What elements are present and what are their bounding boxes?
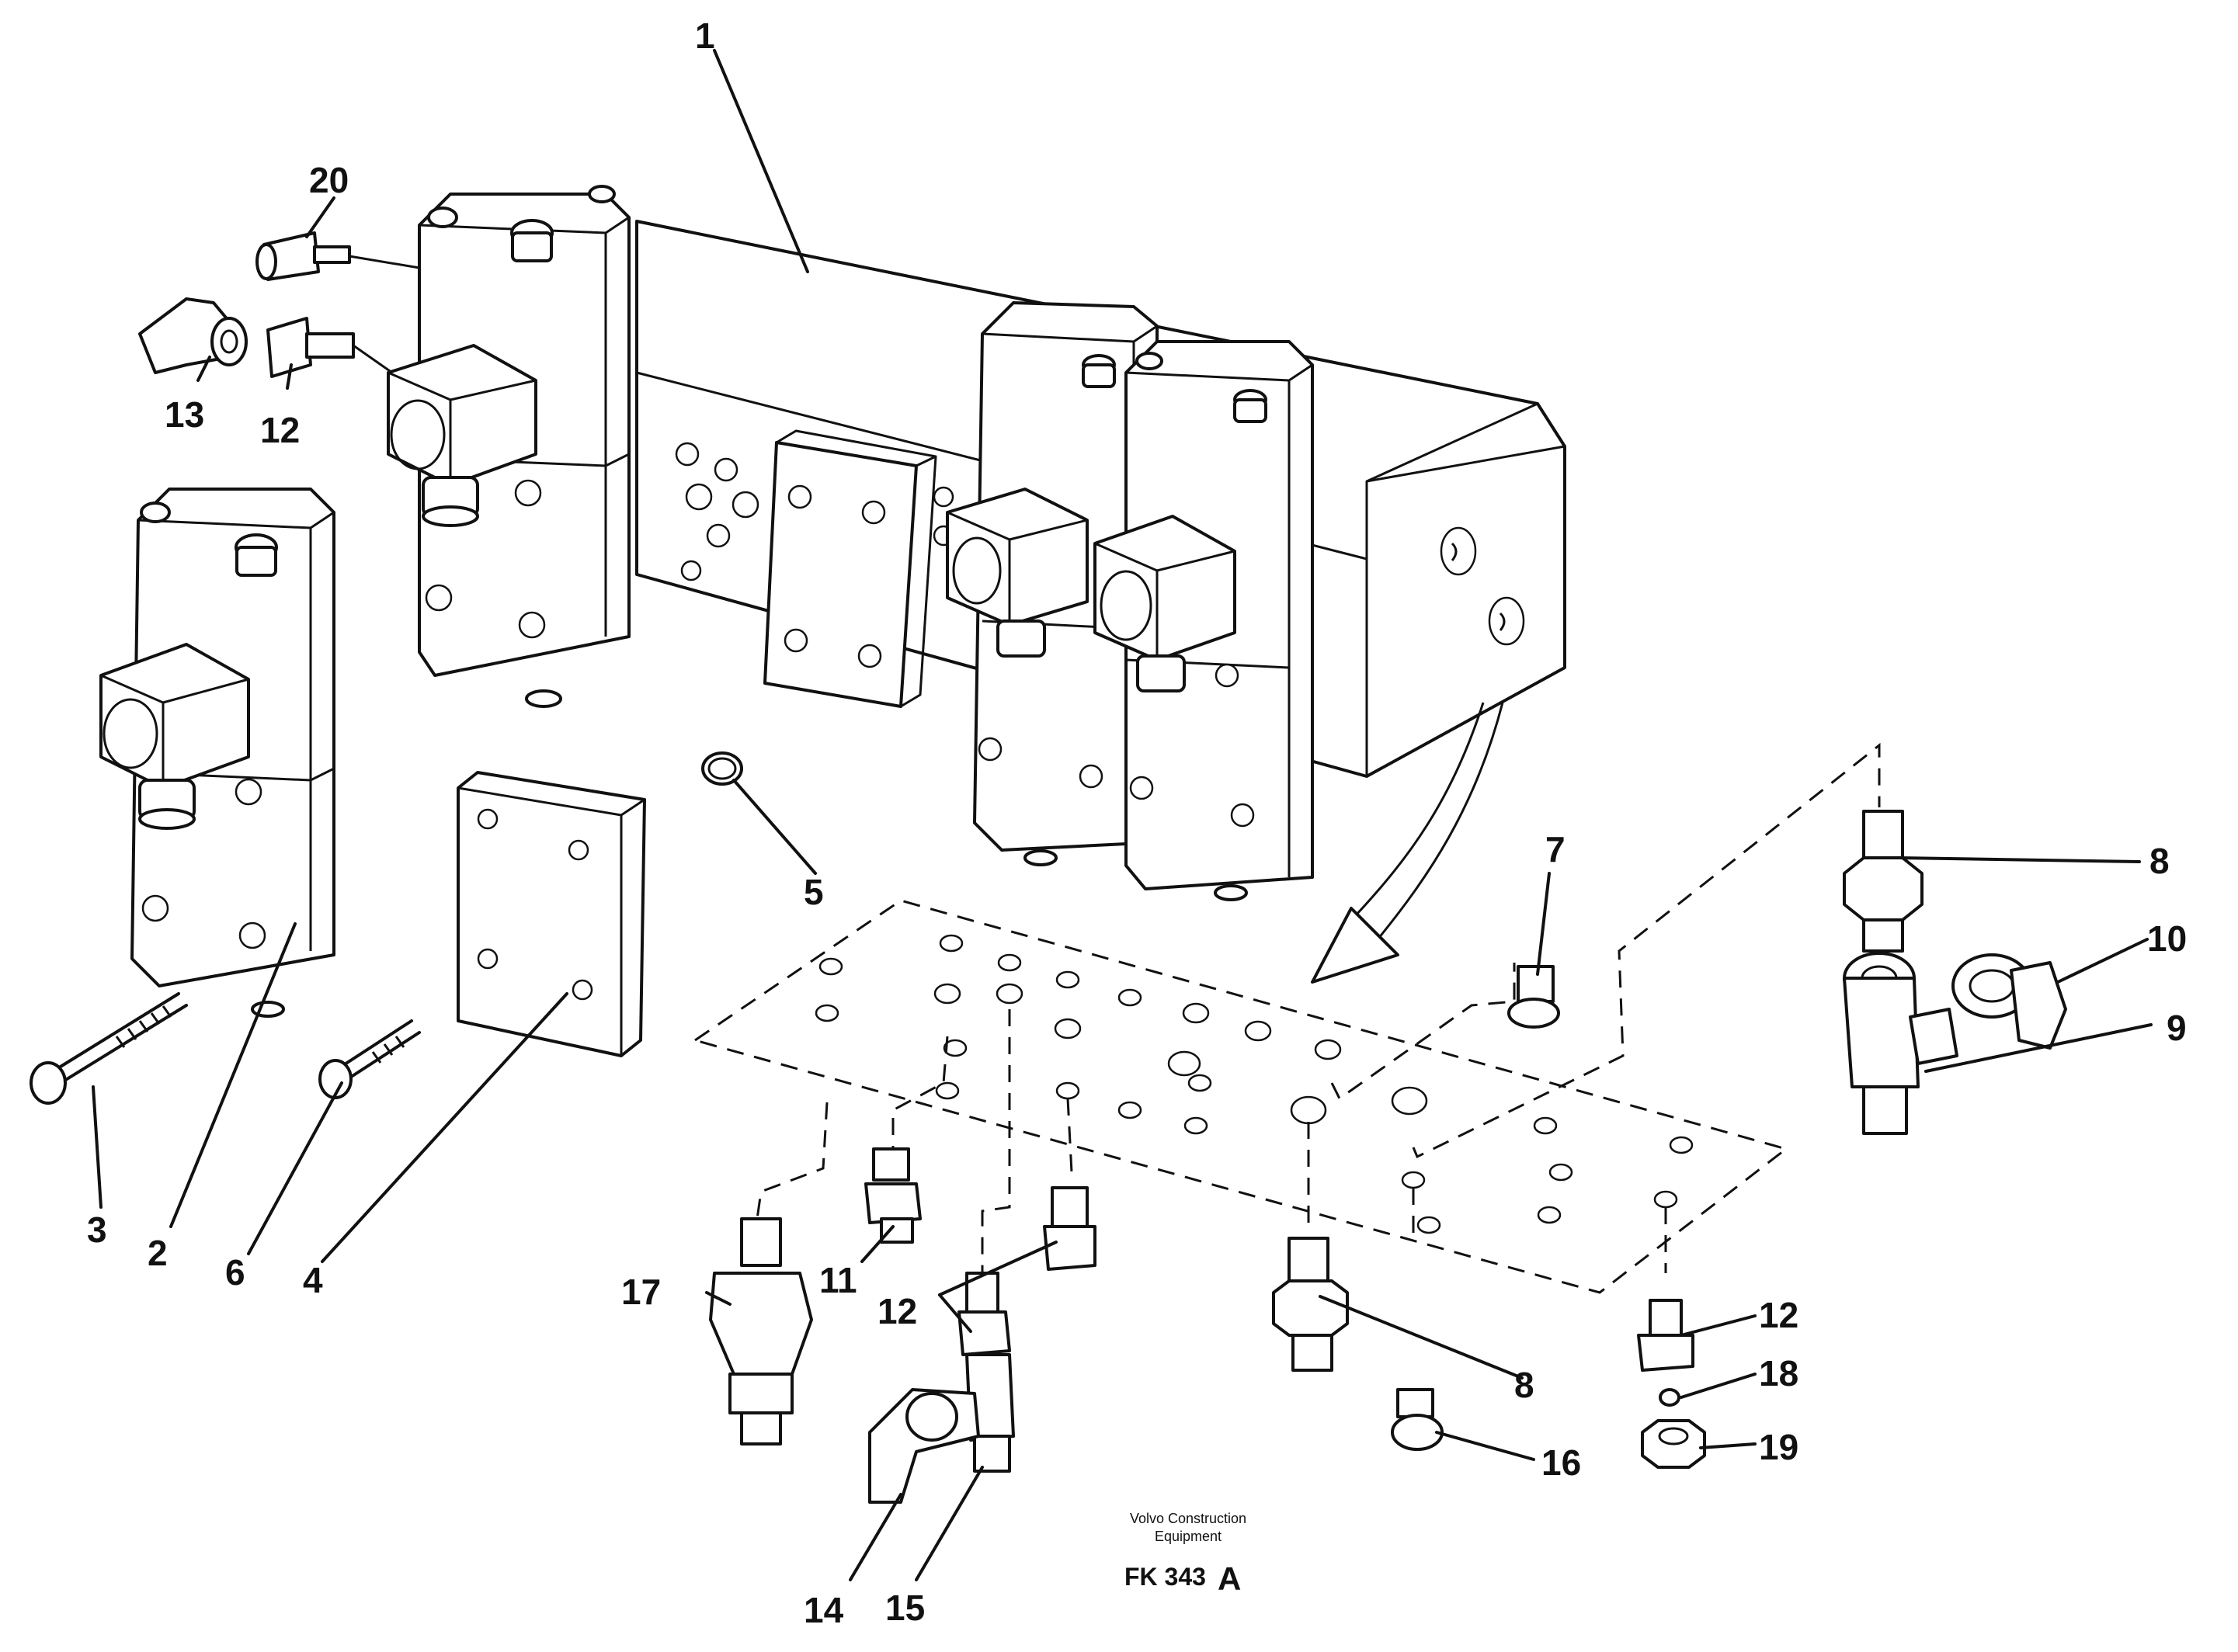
fitting-13 xyxy=(138,297,248,374)
callout-6: 6 xyxy=(225,1252,245,1293)
callout-12c: 12 xyxy=(1759,1295,1798,1335)
o-ring xyxy=(701,751,743,786)
ball-18 xyxy=(1659,1388,1680,1407)
rotation-arrow xyxy=(1311,702,1504,984)
fitting-12-right xyxy=(1637,1299,1694,1372)
callout-19: 19 xyxy=(1759,1427,1798,1467)
fitting-12-mid xyxy=(1043,1186,1096,1271)
callout-labels: 1 2 3 4 5 6 7 8 8 9 10 11 12 12 12 13 14… xyxy=(87,16,2187,1630)
fitting-17 xyxy=(709,1217,813,1446)
solenoid-valve-loose xyxy=(99,488,335,1018)
callout-15: 15 xyxy=(885,1588,925,1628)
callout-10: 10 xyxy=(2147,918,2187,959)
callout-20: 20 xyxy=(309,160,349,200)
caption-revision: A xyxy=(1218,1560,1241,1597)
callout-12a: 12 xyxy=(260,410,300,450)
fitting-14 xyxy=(868,1388,980,1504)
solenoid-valve-upper xyxy=(387,185,631,708)
caption-maker-line1: Volvo Construction xyxy=(1130,1511,1246,1526)
fitting-9 xyxy=(1843,952,1958,1135)
fitting-12-top xyxy=(266,317,393,378)
solenoid-valve-right xyxy=(1093,340,1314,901)
callout-4: 4 xyxy=(303,1260,323,1300)
callout-5: 5 xyxy=(804,872,824,912)
callout-12b: 12 xyxy=(877,1291,917,1331)
caption-code: FK 343 xyxy=(1124,1563,1206,1591)
fitting-8-low xyxy=(1272,1237,1349,1372)
callout-7: 7 xyxy=(1545,829,1566,869)
callout-9: 9 xyxy=(2167,1008,2187,1048)
fitting-8-right xyxy=(1843,810,1923,953)
fitting-16 xyxy=(1391,1388,1444,1451)
long-bolt xyxy=(30,992,188,1105)
callout-2: 2 xyxy=(148,1233,168,1273)
fitting-15 xyxy=(965,1353,1015,1473)
callout-11: 11 xyxy=(819,1260,857,1300)
fitting-11 xyxy=(864,1147,922,1244)
callout-13: 13 xyxy=(165,394,204,435)
callout-8b: 8 xyxy=(1514,1365,1534,1405)
cover-plate-loose xyxy=(457,771,646,1057)
callout-8a: 8 xyxy=(2149,841,2170,881)
callout-3: 3 xyxy=(87,1210,107,1250)
fitting-7 xyxy=(1507,965,1560,1029)
drawing-caption: Volvo Construction Equipment FK 343 A xyxy=(1124,1511,1246,1597)
fitting-12-low xyxy=(957,1272,1011,1356)
fitting-10 xyxy=(1951,953,2067,1050)
leader-lines xyxy=(92,49,2153,1581)
assembly-dashed-lines xyxy=(756,742,1881,1273)
callout-17: 17 xyxy=(621,1272,661,1312)
callout-14: 14 xyxy=(804,1590,844,1630)
fitting-20 xyxy=(255,231,420,281)
cover-plate-mounted xyxy=(763,429,937,708)
callout-1: 1 xyxy=(695,16,715,56)
manifold-bottom-face xyxy=(692,899,1789,1294)
callout-16: 16 xyxy=(1541,1442,1581,1483)
short-bolt xyxy=(318,1019,421,1099)
nut-19 xyxy=(1641,1419,1706,1469)
callout-18: 18 xyxy=(1759,1353,1798,1393)
caption-maker-line2: Equipment xyxy=(1155,1529,1222,1544)
